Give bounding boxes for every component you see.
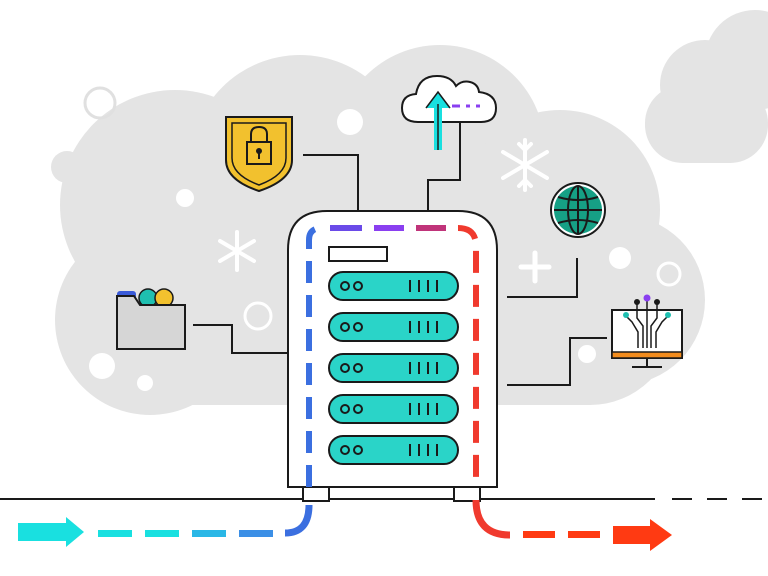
server-unit (328, 394, 459, 424)
server-unit (328, 312, 459, 342)
data-flow-path (306, 225, 479, 487)
connector-lines (193, 105, 607, 386)
server-unit (328, 435, 459, 465)
shield-lock-icon (225, 116, 293, 193)
server-label-slot (328, 246, 388, 262)
folder-icon (116, 288, 186, 350)
snowflake-icon (501, 138, 549, 192)
server-unit (328, 271, 459, 301)
right-cloud (645, 10, 768, 163)
plus-icon (518, 250, 552, 284)
outflow-arrow (472, 499, 672, 551)
server-rack-icon (287, 210, 498, 502)
decorative-dots (51, 86, 682, 391)
cloud-upload-icon (400, 74, 498, 150)
globe-icon (550, 182, 606, 238)
inflow-arrow (18, 504, 313, 547)
server-unit (328, 353, 459, 383)
snowflake-icon (218, 230, 256, 272)
circuit-monitor-icon (611, 294, 683, 368)
server-units (328, 271, 459, 465)
